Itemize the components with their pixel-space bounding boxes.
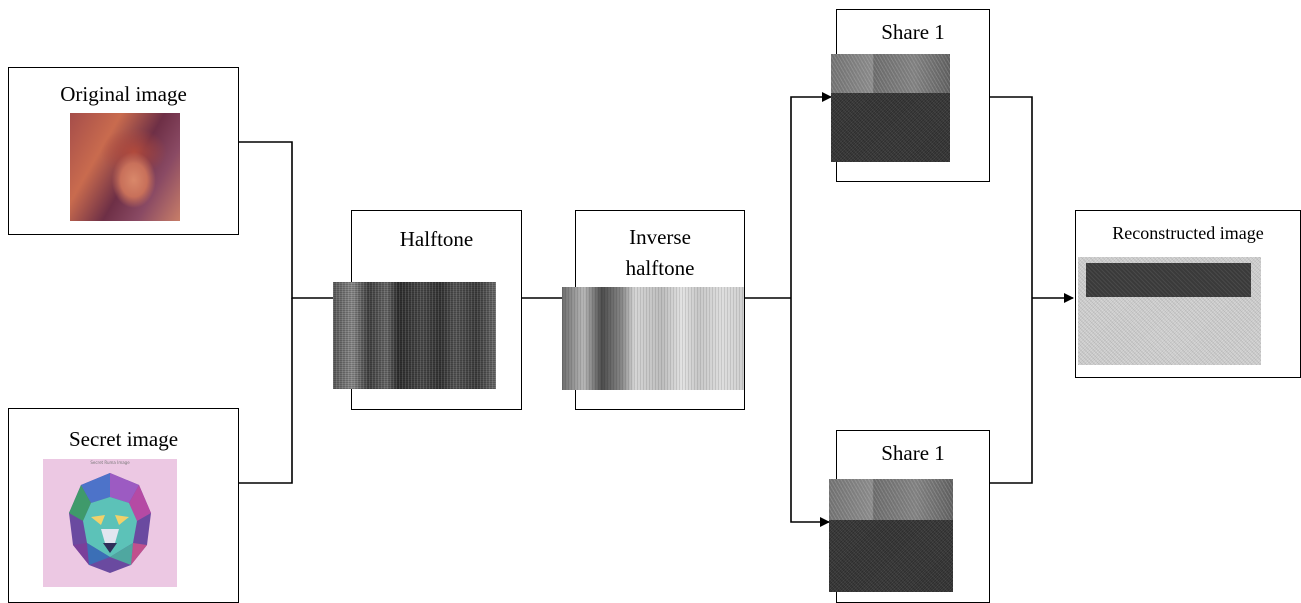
halftone-image xyxy=(333,282,496,389)
reconstructed-image-thumbnail xyxy=(1078,257,1261,365)
original-image-label: Original image xyxy=(60,82,187,106)
share-top-label: Share 1 xyxy=(881,20,945,44)
share-bottom-image xyxy=(829,479,953,592)
connector-share-bottom-to-merge xyxy=(989,298,1033,484)
halftone-label: Halftone xyxy=(399,227,474,251)
original-image-box: Original image xyxy=(8,67,239,235)
share-top-image-upper-band xyxy=(831,54,950,93)
reconstructed-image-dark-band xyxy=(1086,263,1251,297)
connector-original-to-halftone xyxy=(238,141,333,299)
connector-secret-to-halftone xyxy=(238,298,293,484)
secret-image-caption: Secret Ruma Image xyxy=(90,460,130,465)
original-image-thumbnail xyxy=(70,113,180,221)
inverse-halftone-label-line1: Inverse xyxy=(629,225,691,249)
reconstructed-image-label: Reconstructed image xyxy=(1112,223,1264,243)
inverse-halftone-image xyxy=(562,287,744,390)
connector-to-share-top xyxy=(790,92,832,298)
connector-share-top-to-merge xyxy=(989,96,1033,298)
lion-illustration xyxy=(69,473,151,573)
secret-image-thumbnail: Secret Ruma Image xyxy=(43,459,177,587)
reconstructed-image-box: Reconstructed image xyxy=(1075,210,1301,378)
connector-to-share-bottom xyxy=(790,298,830,527)
share-bottom-label: Share 1 xyxy=(881,441,945,465)
share-bottom-image-upper-band xyxy=(829,479,953,520)
secret-image-box: Secret image Secret Ruma Image xyxy=(8,408,239,603)
secret-image-label: Secret image xyxy=(68,427,179,451)
inverse-halftone-label-line2: halftone xyxy=(625,256,695,280)
share-top-image xyxy=(831,54,950,162)
